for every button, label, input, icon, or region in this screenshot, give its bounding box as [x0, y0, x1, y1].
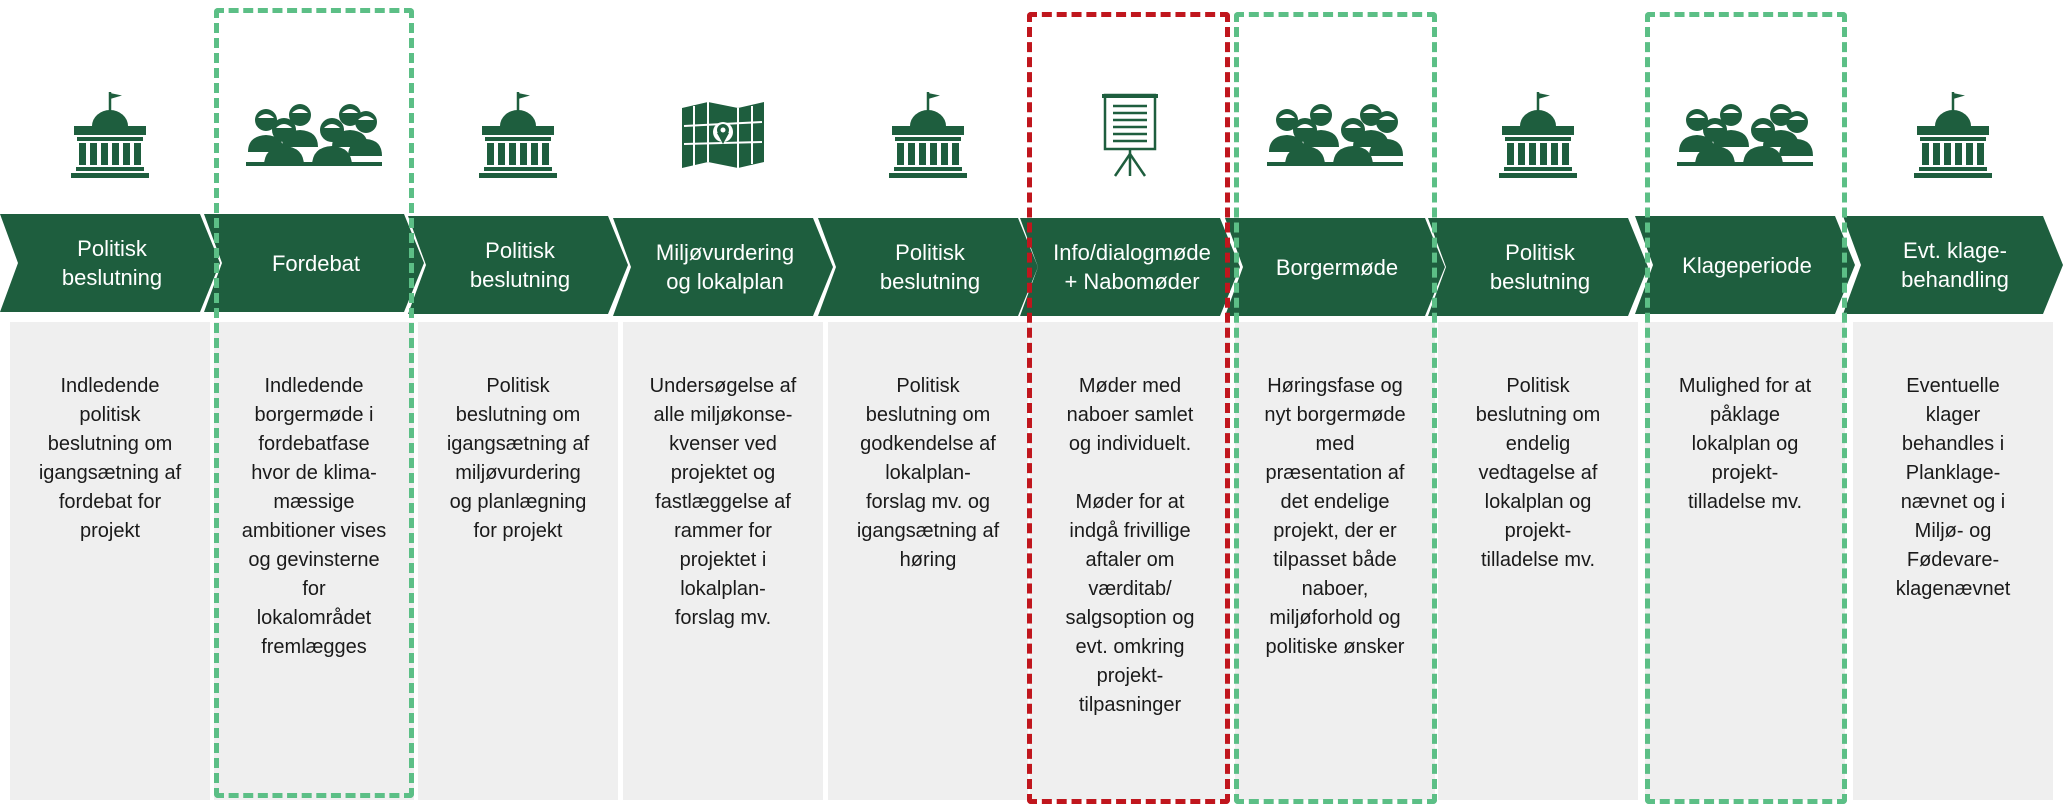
chevron-shape: [818, 218, 1038, 316]
step-title: Miljøvurdering og lokalplan: [655, 240, 795, 294]
step-header: Borgermøde: [1225, 218, 1445, 316]
step-header: Klageperiode: [1635, 216, 1855, 314]
map-icon: [623, 82, 823, 187]
step-description: Politisk beslutning om godkendelse af lo…: [828, 322, 1028, 800]
step-description: Politisk beslutning om igangsætning af m…: [418, 322, 618, 800]
step-description: Høringsfase og nyt borgermøde med præsen…: [1235, 322, 1435, 800]
step-header: Politisk beslutning: [1428, 218, 1648, 316]
step-title: Evt. klage- behandling: [1901, 238, 2009, 292]
chevron-shape: [1225, 218, 1445, 316]
step-title: Info/dialogmøde + Nabomøder: [1053, 240, 1211, 294]
step-description: Indledende borgermøde i fordebatfase hvo…: [214, 322, 414, 800]
step-description: Undersøgelse af alle miljøkonse- kvenser…: [623, 322, 823, 800]
step-header: Info/dialogmøde + Nabomøder: [1020, 218, 1240, 316]
step-header: Fordebat: [204, 214, 424, 312]
city-hall-icon: [1438, 82, 1638, 187]
step-description: Mulighed for at påklage lokalplan og pro…: [1645, 322, 1845, 800]
step-title: Borgermøde: [1275, 254, 1399, 280]
chevron-shape: [1428, 218, 1648, 316]
step-title: Klageperiode: [1682, 252, 1812, 278]
step-header: Politisk beslutning: [408, 216, 628, 314]
city-hall-icon: [10, 82, 210, 187]
city-hall-icon: [418, 82, 618, 187]
step-header: Politisk beslutning: [818, 218, 1038, 316]
chevron-shape: [1635, 216, 1855, 314]
chevron-shape: [204, 214, 424, 312]
step-description: Indledende politisk beslutning om igangs…: [10, 322, 210, 800]
chevron-shape: [613, 218, 833, 316]
step-title: Fordebat: [271, 250, 361, 276]
step-header: Miljøvurdering og lokalplan: [613, 218, 833, 316]
step-title: Politisk beslutning: [61, 236, 163, 290]
city-hall-icon: [1853, 82, 2053, 187]
citizens-icon: [1645, 82, 1845, 187]
chevron-shape: [0, 214, 220, 312]
city-hall-icon: [828, 82, 1028, 187]
chevron-shape: [1843, 216, 2063, 314]
step-description: Politisk beslutning om endelig vedtagels…: [1438, 322, 1638, 800]
step-title: Politisk beslutning: [879, 240, 981, 294]
citizens-icon: [214, 82, 414, 187]
step-description: Møder med naboer samlet og individuelt. …: [1030, 322, 1230, 800]
step-description: Eventuelle klager behandles i Planklage-…: [1853, 322, 2053, 800]
step-header: Politisk beslutning: [0, 214, 220, 312]
step-title: Politisk beslutning: [469, 238, 571, 292]
step-header: Evt. klage- behandling: [1843, 216, 2063, 314]
step-title: Politisk beslutning: [1489, 240, 1591, 294]
chevron-shape: [408, 216, 628, 314]
chevron-shape: [1020, 218, 1240, 316]
presentation-board-icon: [1030, 82, 1230, 187]
citizens-icon: [1235, 82, 1435, 187]
